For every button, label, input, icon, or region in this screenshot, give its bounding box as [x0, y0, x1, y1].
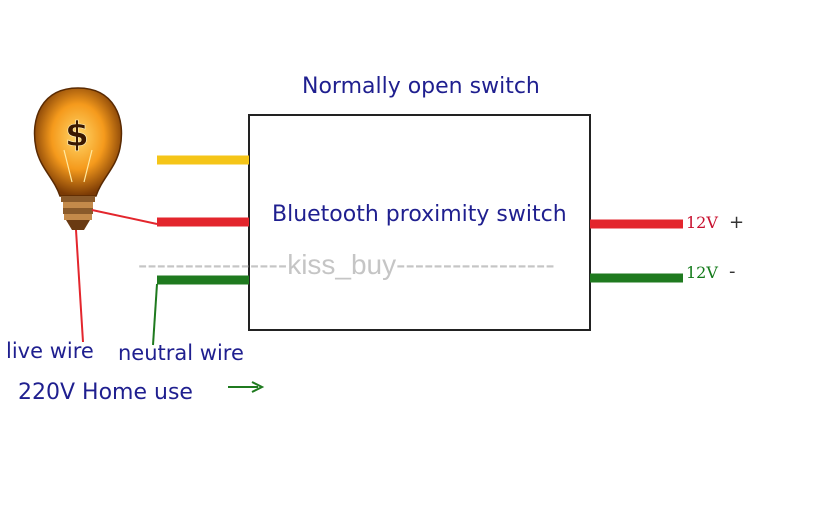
negative-sign: -: [729, 261, 736, 282]
supply-negative-label: 12V: [686, 263, 718, 282]
home-use-label: 220V Home use: [18, 380, 193, 405]
light-bulb-icon: [33, 87, 123, 230]
switch-type-label: Normally open switch: [302, 74, 540, 99]
device-label: Bluetooth proximity switch: [272, 202, 567, 227]
bulb-symbol: $: [65, 115, 89, 155]
switch-box: [248, 114, 591, 331]
neutral-wire-line: [152, 283, 158, 346]
bulb-to-red-wire: [91, 209, 158, 225]
supply-positive-label: 12V: [686, 213, 718, 232]
neutral-wire-label: neutral wire: [118, 341, 244, 365]
watermark: ----------------kiss_buy----------------…: [138, 249, 555, 280]
live-wire-line: [75, 229, 84, 343]
arrow-right-icon: [228, 381, 265, 393]
live-wire-label: live wire: [6, 339, 94, 363]
positive-sign: +: [729, 212, 745, 233]
